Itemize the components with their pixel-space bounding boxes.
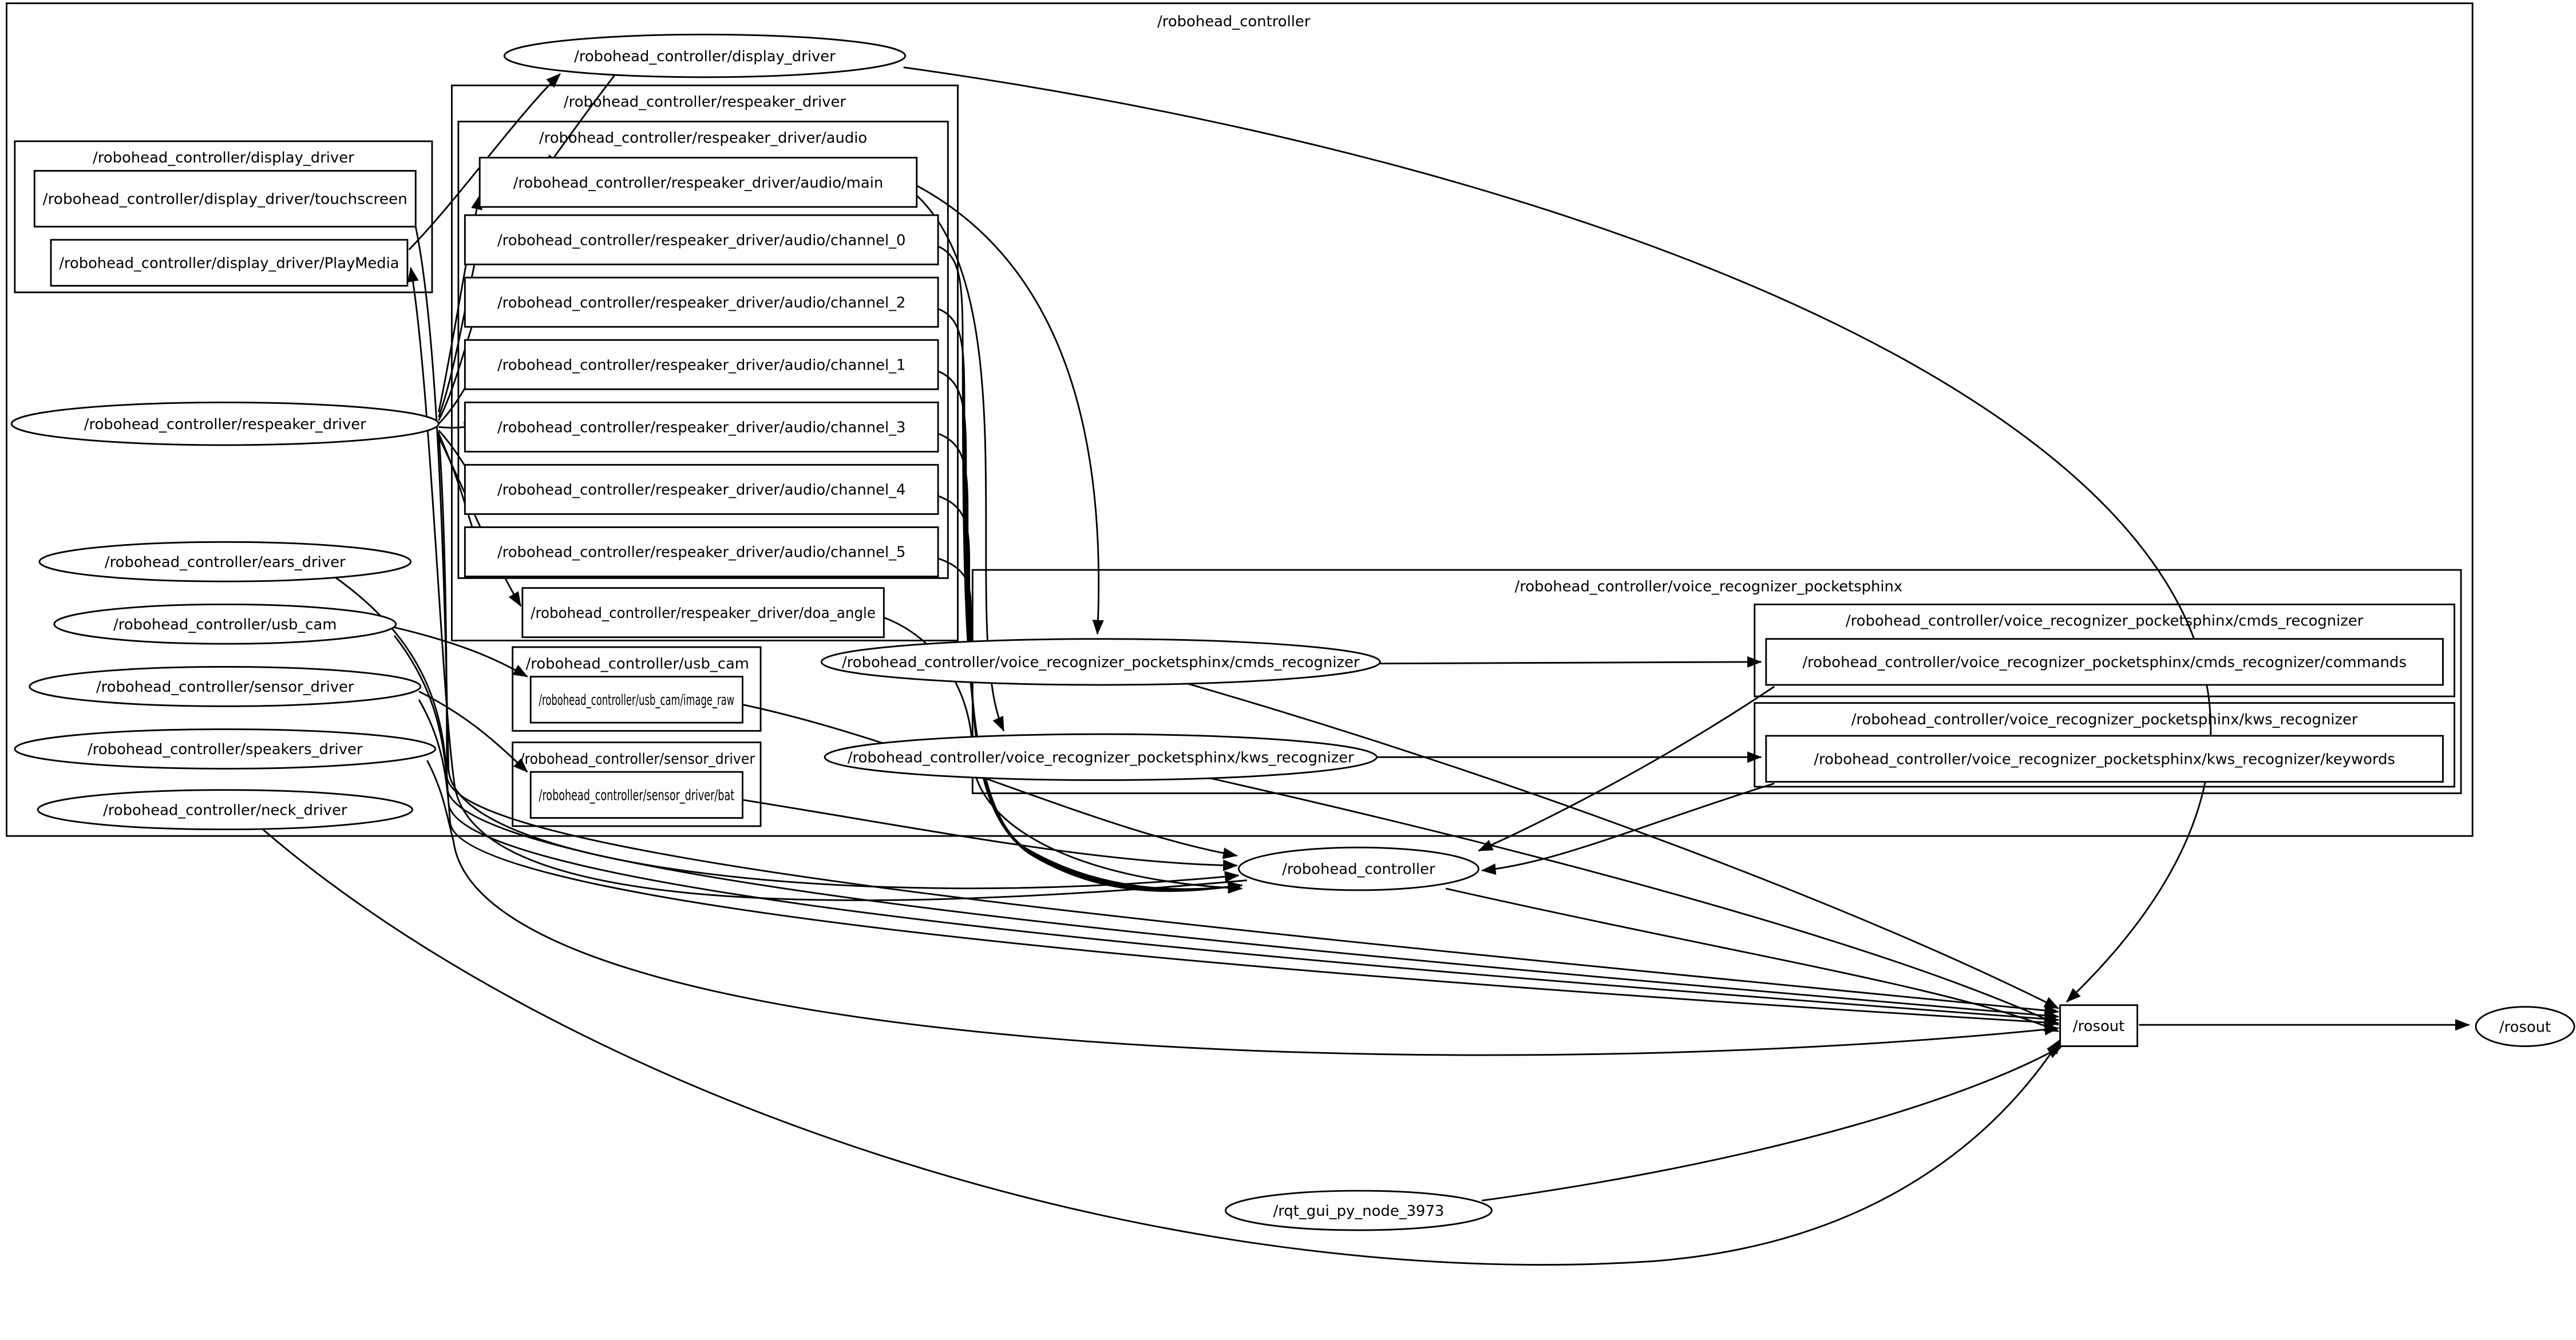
node-ellipse-rosout_node <box>2475 1006 2575 1047</box>
topic-box-channel_0 <box>464 214 939 265</box>
topic-box-touchscreen <box>33 170 417 228</box>
edge-commands-to-robohead_controller_node <box>1478 685 1775 852</box>
topic-box-keywords <box>1765 735 2444 783</box>
node-label-robohead_controller_node: /robohead_controller <box>1282 861 1435 878</box>
node-label-respeaker_driver_node: /robohead_controller/respeaker_driver <box>84 416 366 433</box>
node-ellipse-speakers_driver_node <box>14 728 437 770</box>
topic-label-channel_0: /robohead_controller/respeaker_driver/au… <box>497 232 906 249</box>
node-ellipse-rqt_gui_node <box>1224 1190 1493 1231</box>
topic-box-channel_2 <box>464 276 939 328</box>
node-label-speakers_driver_node: /robohead_controller/speakers_driver <box>88 741 363 758</box>
cluster-label-kws_recognizer_ns: /robohead_controller/voice_recognizer_po… <box>1851 711 2358 728</box>
node-ellipse-robohead_controller_node <box>1237 846 1479 891</box>
topic-label-channel_1: /robohead_controller/respeaker_driver/au… <box>497 356 906 374</box>
edge-image_raw-to-robohead_controller_node <box>742 704 1238 859</box>
edge-display_driver_node-to-rosout_topic <box>903 66 2212 1003</box>
cluster-label-sensor_driver_ns: /robohead_controller/sensor_driver <box>520 751 755 768</box>
topic-label-channel_2: /robohead_controller/respeaker_driver/au… <box>497 294 906 311</box>
node-ellipse-display_driver_node <box>503 33 907 78</box>
edge-respeaker_driver_node-to-channel_0 <box>438 247 481 418</box>
node-label-kws_recognizer_node: /robohead_controller/voice_recognizer_po… <box>848 749 1354 766</box>
topic-label-bat: /robohead_controller/sensor_driver/bat <box>539 787 735 804</box>
cluster-label-usb_cam_ns: /robohead_controller/usb_cam <box>526 655 749 672</box>
node-ellipse-respeaker_driver_node <box>10 401 440 446</box>
edge-robohead_controller_node-to-playmedia <box>407 267 1247 901</box>
node-ellipse-sensor_driver_node <box>29 665 422 707</box>
edge-rqt_gui_node-to-rosout_topic <box>1482 1045 2063 1202</box>
edge-cmds_recognizer_node-to-rosout_topic <box>1186 682 2060 1009</box>
node-label-usb_cam_node: /robohead_controller/usb_cam <box>113 616 337 633</box>
topic-label-image_raw: /robohead_controller/usb_cam/image_raw <box>539 692 735 709</box>
topic-box-bat <box>529 771 743 819</box>
cluster-label-respeaker_audio_ns: /robohead_controller/respeaker_driver/au… <box>539 130 867 147</box>
edge-sensor_driver_node-to-bat <box>418 691 528 773</box>
topic-box-channel_5 <box>464 526 939 577</box>
topic-label-doa_angle: /robohead_controller/respeaker_driver/do… <box>531 605 876 622</box>
topic-box-channel_3 <box>464 401 939 453</box>
node-label-cmds_recognizer_node: /robohead_controller/voice_recognizer_po… <box>842 654 1360 671</box>
edge-sensor_driver_node-to-rosout_topic <box>418 699 2060 1028</box>
topic-box-doa_angle <box>521 587 885 639</box>
cluster-label-cmds_recognizer_ns: /robohead_controller/voice_recognizer_po… <box>1846 613 2364 630</box>
edge-ears_driver_node-to-rosout_topic <box>326 570 2060 1021</box>
topic-box-commands <box>1765 638 2444 686</box>
edge-neck_driver_node-to-rosout_topic <box>262 828 2061 1266</box>
topic-box-rosout_topic <box>2059 1004 2138 1047</box>
topic-box-image_raw <box>529 676 743 724</box>
edge-usb_cam_node-to-rosout_topic <box>393 635 2060 1025</box>
edge-usb_cam_node-to-image_raw <box>394 627 528 677</box>
node-ellipse-neck_driver_node <box>37 789 413 831</box>
topic-label-channel_5: /robohead_controller/respeaker_driver/au… <box>497 544 906 561</box>
edge-robohead_controller_node-to-rosout_topic <box>1445 887 2060 1033</box>
topic-label-keywords: /robohead_controller/voice_recognizer_po… <box>1814 751 2395 768</box>
topic-label-channel_4: /robohead_controller/respeaker_driver/au… <box>497 482 906 499</box>
cluster-label-robohead_controller: /robohead_controller <box>1157 13 1311 30</box>
node-ellipse-ears_driver_node <box>38 541 412 582</box>
node-label-neck_driver_node: /robohead_controller/neck_driver <box>103 802 347 819</box>
edge-respeaker_driver_node-to-rosout_topic <box>438 431 2060 1016</box>
node-label-ears_driver_node: /robohead_controller/ears_driver <box>105 554 346 571</box>
topic-box-channel_1 <box>464 339 939 390</box>
cluster-label-display_driver_ns: /robohead_controller/display_driver <box>93 149 354 166</box>
node-label-rqt_gui_node: /rqt_gui_py_node_3973 <box>1273 1203 1445 1220</box>
edge-channel_5-to-robohead_controller_node <box>937 557 1243 893</box>
edge-kws_recognizer_node-to-rosout_topic <box>1204 776 2060 1026</box>
topic-label-playmedia: /robohead_controller/display_driver/Play… <box>59 255 399 272</box>
topic-label-channel_3: /robohead_controller/respeaker_driver/au… <box>497 419 906 437</box>
topic-box-channel_4 <box>464 463 939 515</box>
edge-respeaker_driver_node-to-doa_angle <box>438 436 522 607</box>
node-label-sensor_driver_node: /robohead_controller/sensor_driver <box>96 679 354 696</box>
topic-box-audio_main <box>478 157 918 208</box>
topic-label-commands: /robohead_controller/voice_recognizer_po… <box>1802 654 2407 671</box>
topic-label-rosout_topic: /rosout <box>2073 1018 2124 1035</box>
topic-box-playmedia <box>50 239 409 287</box>
node-label-display_driver_node: /robohead_controller/display_driver <box>574 48 836 65</box>
edge-bat-to-robohead_controller_node <box>742 799 1238 871</box>
cluster-label-respeaker_driver_ns: /robohead_controller/respeaker_driver <box>564 94 846 111</box>
edge-cmds_recognizer_node-to-commands <box>1380 656 1762 668</box>
node-ellipse-usb_cam_node <box>53 603 397 645</box>
cluster-label-voice_recognizer_ns: /robohead_controller/voice_recognizer_po… <box>1515 578 1903 595</box>
topic-label-audio_main: /robohead_controller/respeaker_driver/au… <box>513 175 884 192</box>
node-ellipse-kws_recognizer_node <box>824 733 1378 781</box>
edge-audio_main-to-cmds_recognizer_node <box>916 185 1104 635</box>
topic-label-touchscreen: /robohead_controller/display_driver/touc… <box>43 191 407 208</box>
node-ellipse-cmds_recognizer_node <box>820 638 1381 686</box>
edge-audio_main-to-kws_recognizer_node <box>916 195 1005 732</box>
edge-speakers_driver_node-to-rosout_topic <box>426 760 2060 1056</box>
edge-keywords-to-robohead_controller_node <box>1481 782 1775 875</box>
node-label-rosout_node: /rosout <box>2499 1018 2551 1036</box>
